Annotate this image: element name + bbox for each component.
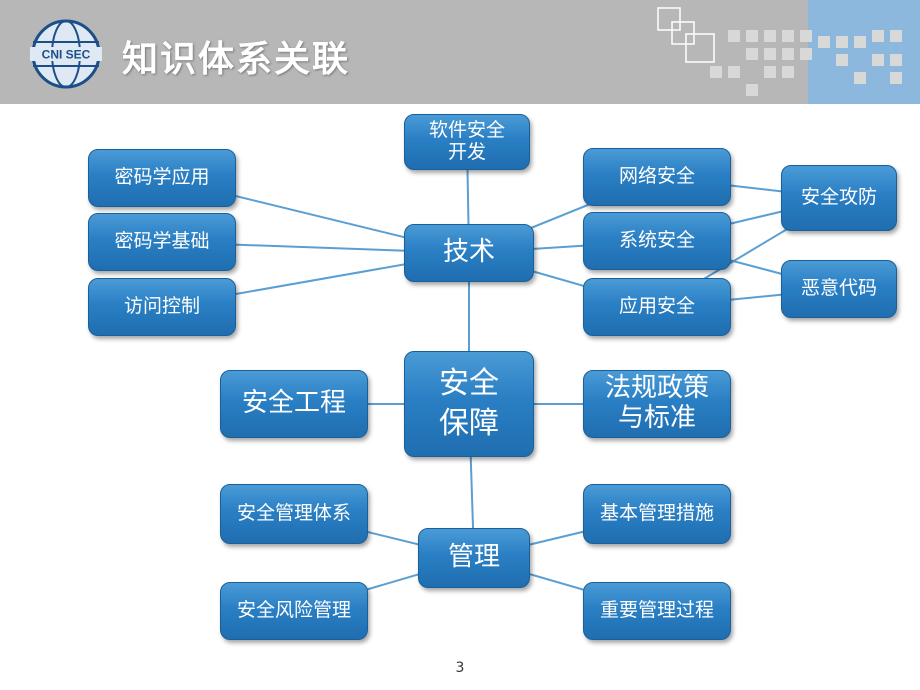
slide-title: 知识体系关联 [122,39,351,80]
decorative-squares [657,7,902,96]
globe-logo-icon: CNI SEC [30,19,102,89]
node-access-control: 访问控制 [88,278,236,336]
svg-text:CNI SEC: CNI SEC [42,48,91,62]
page-number: 3 [455,660,465,676]
node-network-security: 网络安全 [583,148,731,206]
node-application-security: 应用安全 [583,278,731,336]
node-laws-policies-standards: 法规政策 与标准 [583,370,731,438]
header-accent-block [808,0,920,104]
node-security-mgmt-system: 安全管理体系 [220,484,368,544]
node-crypto-app: 密码学应用 [88,149,236,207]
node-security-engineering: 安全工程 [220,370,368,438]
node-software-security-dev: 软件安全 开发 [404,114,530,170]
node-security-risk-mgmt: 安全风险管理 [220,582,368,640]
node-security-assurance: 安全 保障 [404,351,534,457]
node-management: 管理 [418,528,530,588]
node-technology: 技术 [404,224,534,282]
node-basic-mgmt-measures: 基本管理措施 [583,484,731,544]
node-system-security: 系统安全 [583,212,731,270]
node-crypto-basics: 密码学基础 [88,213,236,271]
node-important-mgmt-process: 重要管理过程 [583,582,731,640]
node-malicious-code: 恶意代码 [781,260,897,318]
node-security-attack-defense: 安全攻防 [781,165,897,231]
